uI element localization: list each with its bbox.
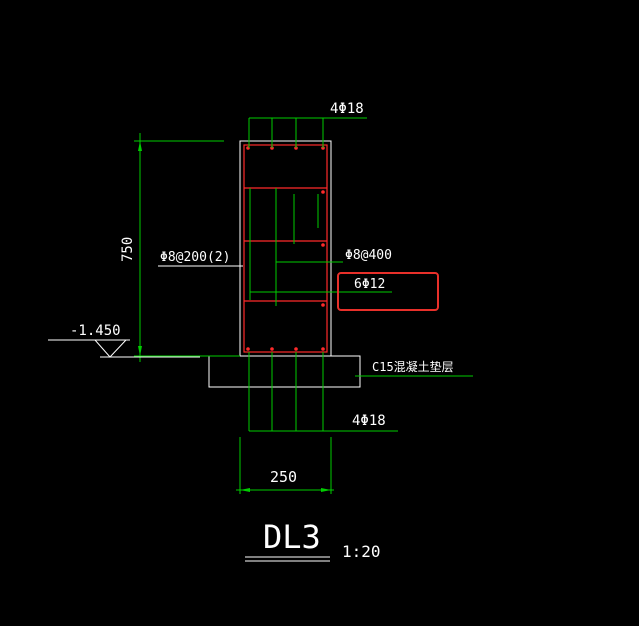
rebar-dots xyxy=(246,146,325,351)
elevation-marker xyxy=(48,339,200,358)
drawing-scale: 1:20 xyxy=(342,542,381,561)
elevation-label: -1.450 xyxy=(70,323,121,339)
top-rebar-leaders xyxy=(248,117,367,148)
height-dimension xyxy=(134,133,240,362)
stirrup-left-label: Φ8@200(2) xyxy=(160,250,230,265)
width-dimension xyxy=(236,437,334,494)
beam-outline xyxy=(239,140,332,357)
inner-leaders xyxy=(249,188,392,306)
stirrup-outline xyxy=(243,144,328,353)
bottom-rebar-label: 4Φ18 xyxy=(352,413,386,429)
width-dimension-arrows xyxy=(240,488,331,492)
bottom-rebar-leaders xyxy=(248,352,398,432)
cushion-label: C15混凝土垫层 xyxy=(372,359,454,374)
height-dim-label: 750 xyxy=(120,237,136,262)
highlight-box xyxy=(337,272,439,311)
drawing-title: DL3 xyxy=(263,518,321,556)
cushion-block xyxy=(208,355,361,388)
width-dim-label: 250 xyxy=(270,468,297,486)
title-underline xyxy=(245,556,330,562)
side-rebar-label: 6Φ12 xyxy=(354,277,385,292)
stirrup-right-label: Φ8@400 xyxy=(345,248,392,263)
top-rebar-label: 4Φ18 xyxy=(330,101,364,117)
height-dimension-arrows xyxy=(138,141,142,356)
